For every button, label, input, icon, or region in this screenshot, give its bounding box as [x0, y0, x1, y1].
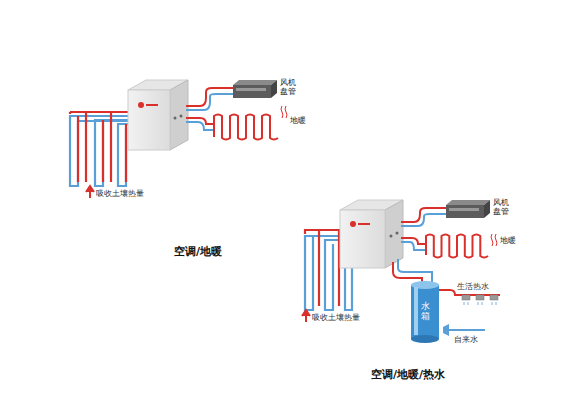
- heat-waves: [281, 106, 287, 118]
- heat-arrow: [86, 186, 94, 198]
- floor-heating: 地暖: [425, 233, 491, 259]
- caption: 空调/地暖: [174, 244, 222, 259]
- node-label: 地暖: [290, 115, 306, 126]
- fan-coil: 风机盘管: [446, 200, 490, 218]
- spray: [464, 302, 496, 305]
- annotation: 生活热水: [457, 281, 489, 292]
- fan-shape: [233, 80, 277, 98]
- caption: 空调/地暖/热水: [371, 367, 445, 382]
- inlet-arrow: [443, 324, 449, 336]
- fan-shape: [446, 200, 490, 218]
- heat-pump-unit: [340, 200, 403, 268]
- node-label: 风机盘管: [280, 78, 297, 96]
- node-label: 水箱: [421, 302, 430, 322]
- water-tank: 水箱: [411, 281, 439, 343]
- indoor-pipes: [186, 88, 234, 130]
- annotation: 自来水: [454, 334, 478, 345]
- fan-coil: 风机盘管: [233, 80, 277, 98]
- indoor-pipes: [393, 208, 500, 330]
- ground-loops: [70, 112, 130, 186]
- shower-heads: [462, 295, 498, 300]
- node-label: 地暖: [500, 235, 516, 246]
- floor-heating: 地暖: [213, 113, 281, 141]
- heat-arrow: [302, 310, 310, 322]
- heat-pump-unit: [128, 80, 188, 150]
- annotation: 吸收土壤热量: [96, 188, 144, 199]
- heat-waves: [491, 234, 497, 246]
- annotation: 吸收土壤热量: [312, 312, 360, 323]
- node-label: 风机盘管: [493, 198, 510, 216]
- floor-shape: [425, 233, 491, 259]
- floor-shape: [213, 113, 281, 141]
